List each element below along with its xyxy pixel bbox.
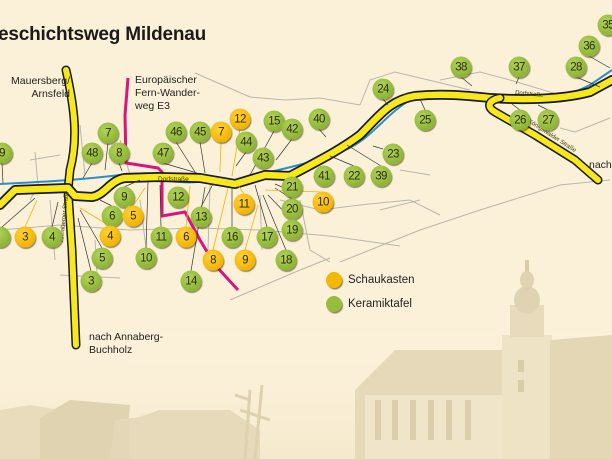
keramiktafel-marker-38[interactable]: 38: [450, 56, 472, 78]
label-nach-east: nach: [589, 159, 612, 171]
background-photo: [0, 260, 612, 459]
main-roads: [0, 65, 612, 350]
keramiktafel-marker-14[interactable]: 14: [180, 270, 202, 292]
keramiktafel-marker-7[interactable]: 7: [97, 122, 119, 144]
label-e3-line1: Europäischer: [135, 74, 197, 86]
keramiktafel-marker-15[interactable]: 15: [263, 110, 285, 132]
keramiktafel-marker-partial[interactable]: [0, 226, 11, 248]
street-label-dorfstrasse: Dorfstraße: [158, 176, 189, 183]
keramiktafel-marker-20[interactable]: 20: [281, 198, 303, 220]
keramiktafel-marker-47[interactable]: 47: [152, 142, 174, 164]
keramiktafel-marker-45[interactable]: 45: [189, 121, 211, 143]
label-mauersberg-arnsfeld: Mauersberg/ Arnsfeld: [0, 75, 70, 101]
legend-label-keramiktafel: Keramiktafel: [348, 298, 412, 310]
legend: Schaukasten Keramiktafel: [326, 268, 415, 316]
label-mauersberg: Mauersberg/: [11, 75, 70, 87]
street-label-annaberger: Annaberger Straße: [59, 190, 70, 242]
map-title: eschichtsweg Mildenau: [0, 24, 207, 45]
label-e3-line3: weg E3: [135, 100, 171, 112]
keramiktafel-marker-3[interactable]: 3: [80, 270, 102, 292]
label-annaberg-buchholz: nach Annaberg- Buchholz: [89, 331, 163, 357]
keramiktafel-marker-40[interactable]: 40: [308, 108, 330, 130]
keramiktafel-marker-8[interactable]: 8: [108, 142, 130, 164]
keramiktafel-marker-9[interactable]: 9: [113, 186, 135, 208]
keramiktafel-marker-5[interactable]: 5: [91, 247, 113, 269]
keramiktafel-marker-23[interactable]: 23: [382, 143, 404, 165]
keramiktafel-marker-39[interactable]: 39: [370, 165, 392, 187]
schaukasten-marker-3[interactable]: 3: [14, 226, 36, 248]
keramiktafel-marker-24[interactable]: 24: [372, 78, 394, 100]
schaukasten-marker-7[interactable]: 7: [210, 121, 232, 143]
keramiktafel-marker-26[interactable]: 26: [509, 109, 531, 131]
schaukasten-marker-12[interactable]: 12: [229, 108, 251, 130]
label-annaberg-line1: nach Annaberg-: [89, 331, 164, 343]
keramiktafel-marker-42[interactable]: 42: [281, 118, 303, 140]
keramiktafel-marker-18[interactable]: 18: [275, 249, 297, 271]
leader-lines-orange: [24, 128, 324, 251]
keramiktafel-marker-43[interactable]: 43: [252, 147, 274, 169]
keramiktafel-marker-19[interactable]: 19: [281, 219, 303, 241]
keramiktafel-marker-22[interactable]: 22: [343, 165, 365, 187]
keramiktafel-marker-27[interactable]: 27: [537, 109, 559, 131]
keramiktafel-marker-6[interactable]: 6: [101, 205, 123, 227]
keramiktafel-marker-25[interactable]: 25: [414, 109, 436, 131]
keramiktafel-marker-4[interactable]: 4: [41, 226, 63, 248]
keramiktafel-marker-9[interactable]: 9: [0, 142, 13, 164]
green-dot-icon: [326, 296, 342, 312]
schaukasten-marker-9[interactable]: 9: [234, 249, 256, 271]
schaukasten-marker-11[interactable]: 11: [233, 193, 255, 215]
keramiktafel-marker-35[interactable]: 35: [597, 14, 612, 36]
label-arnsfeld: Arnsfeld: [31, 88, 70, 100]
minor-roads: [0, 71, 611, 301]
keramiktafel-marker-48[interactable]: 48: [81, 142, 103, 164]
keramiktafel-marker-28[interactable]: 28: [565, 56, 587, 78]
schaukasten-marker-10[interactable]: 10: [312, 191, 334, 213]
legend-item-keramiktafel: Keramiktafel: [326, 292, 415, 316]
keramiktafel-marker-46[interactable]: 46: [165, 121, 187, 143]
orange-dot-icon: [326, 272, 342, 288]
keramiktafel-marker-11[interactable]: 11: [150, 226, 172, 248]
keramiktafel-marker-37[interactable]: 37: [508, 56, 530, 78]
label-annaberg-line2: Buchholz: [89, 344, 133, 356]
legend-item-schaukasten: Schaukasten: [326, 268, 415, 292]
keramiktafel-marker-44[interactable]: 44: [235, 131, 257, 153]
keramiktafel-marker-16[interactable]: 16: [221, 226, 243, 248]
keramiktafel-marker-41[interactable]: 41: [313, 165, 335, 187]
street-label-dorfstrasse-east: Dorfstraße: [515, 90, 544, 99]
schaukasten-marker-8[interactable]: 8: [202, 249, 224, 271]
label-e3-trail: Europäischer Fern-Wander- weg E3: [135, 74, 200, 113]
keramiktafel-marker-36[interactable]: 36: [578, 35, 600, 57]
schaukasten-marker-5[interactable]: 5: [122, 205, 144, 227]
keramiktafel-marker-21[interactable]: 21: [281, 176, 303, 198]
keramiktafel-marker-10[interactable]: 10: [135, 247, 157, 269]
keramiktafel-marker-13[interactable]: 13: [190, 206, 212, 228]
legend-label-schaukasten: Schaukasten: [348, 274, 415, 286]
keramiktafel-marker-12[interactable]: 12: [167, 186, 189, 208]
schaukasten-marker-4[interactable]: 4: [99, 225, 121, 247]
schaukasten-marker-6[interactable]: 6: [175, 226, 197, 248]
keramiktafel-marker-17[interactable]: 17: [256, 226, 278, 248]
label-e3-line2: Fern-Wander-: [135, 87, 200, 99]
